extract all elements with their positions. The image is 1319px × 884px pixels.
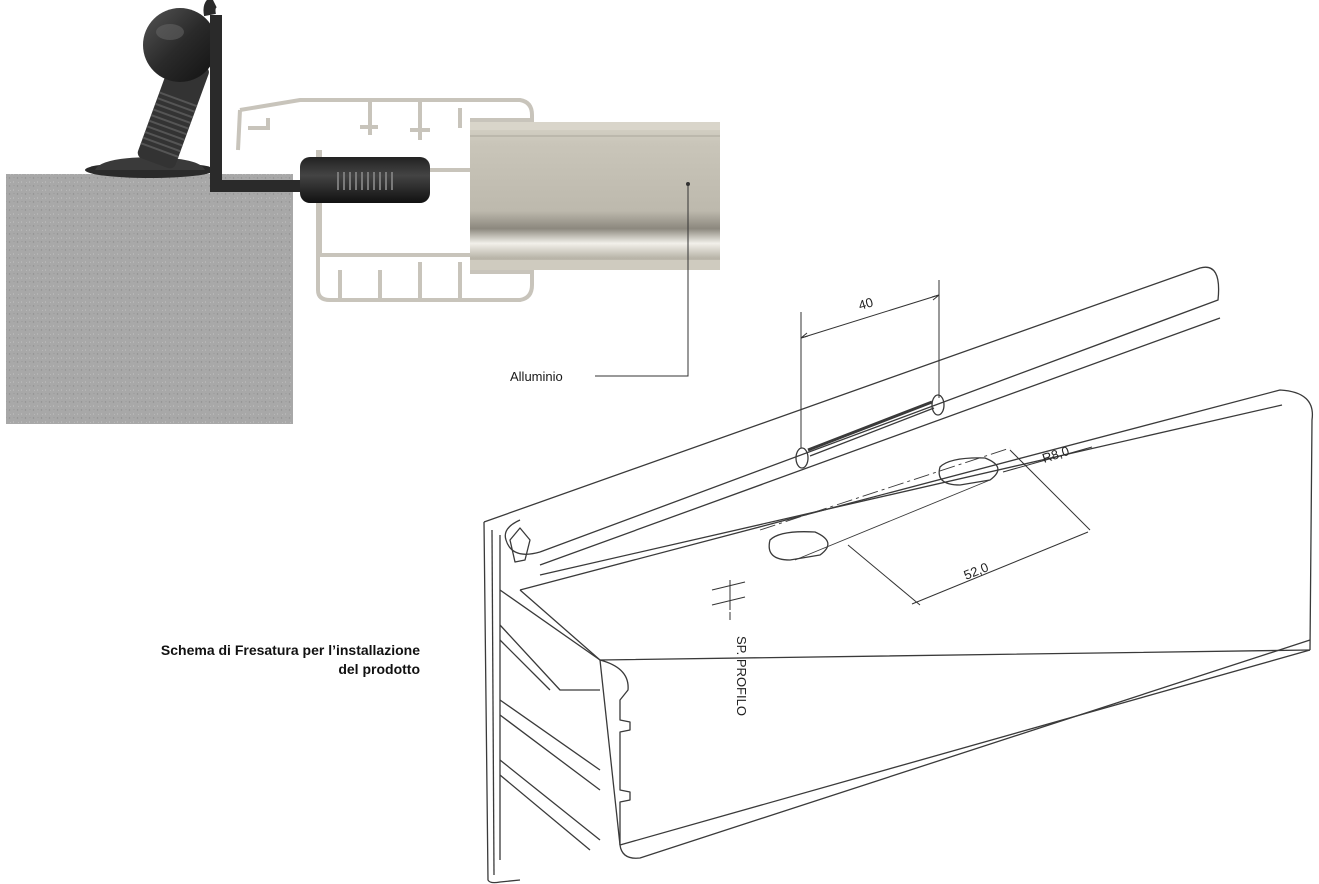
fixing-bracket bbox=[85, 0, 328, 192]
milling-profile-drawing bbox=[483, 266, 1314, 884]
diagram-caption: Schema di Fresatura per l’installazione … bbox=[40, 641, 420, 679]
aluminium-profile bbox=[470, 122, 720, 270]
wall-anchor bbox=[300, 157, 430, 203]
material-leader bbox=[595, 182, 690, 377]
profile-thickness-dimension: SP. PROFILO bbox=[734, 636, 749, 716]
slot-length-dimension: 40 bbox=[857, 294, 875, 312]
material-label: Alluminio bbox=[510, 369, 563, 384]
dimension-lines bbox=[711, 280, 1093, 620]
hole-spacing-dimension: 52,0 bbox=[962, 559, 991, 582]
caption-line-1: Schema di Fresatura per l’installazione bbox=[160, 642, 420, 658]
caption-line-2: del prodotto bbox=[338, 661, 420, 677]
stone-block bbox=[6, 174, 293, 424]
hole-radius-dimension: R8,0 bbox=[1040, 443, 1071, 466]
